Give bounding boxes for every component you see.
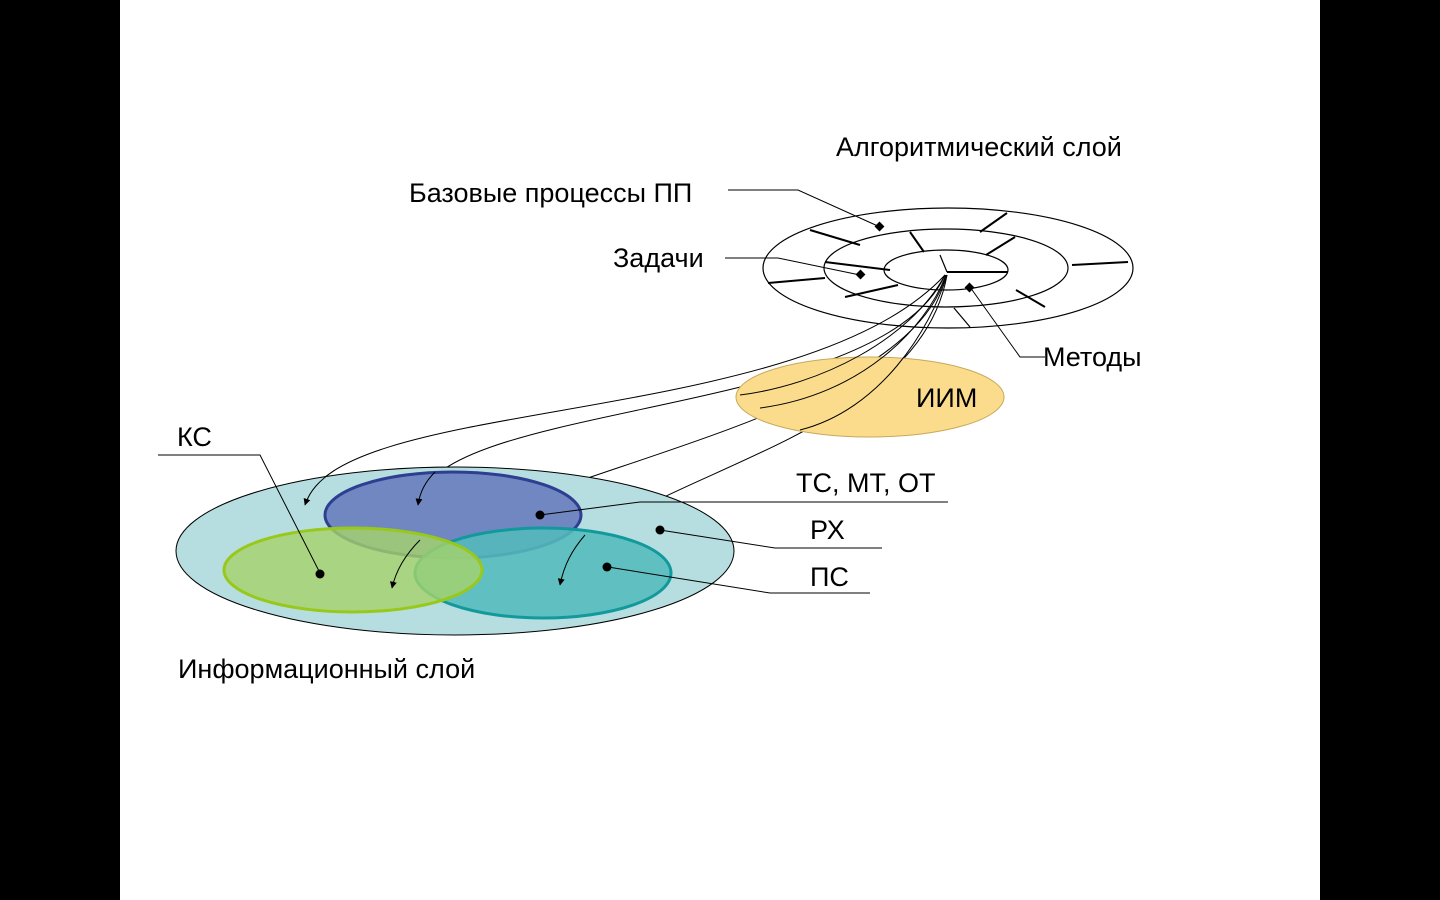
leader-lines xyxy=(158,189,1045,594)
leader-dots xyxy=(315,221,975,579)
methods-label: Методы xyxy=(1043,342,1142,372)
algorithmic-layer-rings xyxy=(762,207,1134,329)
algorithmic-layer-label: Алгоритмический слой xyxy=(836,132,1122,162)
ps-label: ПС xyxy=(810,562,849,592)
slide: Алгоритмический слой Базовые процессы ПП… xyxy=(120,0,1320,900)
ks-ellipse xyxy=(222,526,484,614)
ks-label: КС xyxy=(177,422,212,452)
outer-ring xyxy=(762,207,1134,329)
rx-label: РХ xyxy=(810,515,845,545)
iim-ellipse xyxy=(735,356,1005,438)
tc-mt-ot-label: ТС, МТ, ОТ xyxy=(796,468,935,498)
diagram: Алгоритмический слой Базовые процессы ПП… xyxy=(158,132,1142,684)
base-processes-label: Базовые процессы ПП xyxy=(409,178,692,208)
tasks-label: Задачи xyxy=(613,243,704,273)
iim-label: ИИМ xyxy=(916,383,977,413)
information-layer-label: Информационный слой xyxy=(178,654,475,684)
arrow-to-tc xyxy=(303,274,946,506)
